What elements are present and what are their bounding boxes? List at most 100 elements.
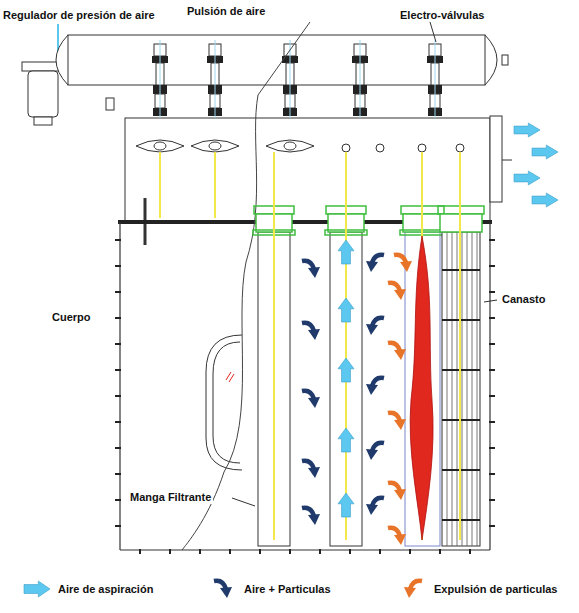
cage-wire: [462, 232, 463, 546]
arrow-head: [308, 329, 320, 340]
bolt-tick: [169, 549, 171, 554]
venturi-nozzle: [266, 140, 314, 152]
part-label: Regulador de presión de aire: [1, 8, 157, 22]
solenoid-valve: [427, 40, 443, 118]
valve-centre: [360, 40, 361, 118]
pulse-jet: [459, 152, 461, 540]
part-label: Cuerpo: [50, 310, 93, 324]
part-label: Pulsión de aire: [185, 4, 267, 18]
air-arrow: [514, 171, 540, 185]
legend-text: Aire + Particulas: [244, 583, 331, 595]
legend-text: Aire de aspiración: [58, 583, 153, 595]
body-bottom: [120, 549, 490, 550]
pulse-jet: [273, 152, 275, 540]
curved-arrow: [366, 498, 384, 515]
legend-item: Expulsión de particulas: [398, 578, 557, 600]
curved-arrow: [302, 323, 320, 340]
bolt-tick: [489, 291, 495, 293]
leader-line: [232, 498, 255, 506]
part-label: Manga Filtrante: [128, 490, 213, 504]
arrow-head: [308, 267, 320, 278]
bolt-tick: [115, 343, 121, 345]
bolt-tick: [489, 265, 495, 267]
air-arrow: [338, 493, 354, 517]
air-arrow: [338, 298, 354, 322]
bolt-tick: [115, 473, 121, 475]
arrow-head: [366, 449, 378, 460]
arrow-head: [366, 384, 378, 395]
pulse-bag: [410, 236, 433, 540]
curved-arrow: [388, 483, 406, 500]
pulse-jet: [214, 152, 216, 218]
filter-bag: [405, 232, 440, 546]
air-arrow: [532, 193, 558, 207]
bolt-tick: [289, 549, 291, 554]
outlet-flange: [490, 116, 502, 202]
bolt-tick: [199, 549, 201, 554]
nozzle-hole: [342, 144, 350, 152]
bolt-tick: [489, 473, 495, 475]
inspection-door-inner: [213, 342, 240, 463]
bolt-tick: [115, 525, 121, 527]
venturi-throat: [154, 142, 166, 150]
curved-arrow: [366, 255, 384, 272]
bolt-tick: [379, 549, 381, 554]
curved-arrow: [366, 378, 384, 395]
bolt-tick: [489, 395, 495, 397]
arrow-head: [404, 587, 416, 598]
venturi-nozzle: [136, 140, 184, 152]
regulator-body: [28, 71, 58, 117]
bolt-tick: [489, 239, 495, 241]
legend-swatch: [22, 578, 52, 600]
bolt-tick: [489, 525, 495, 527]
nozzle-hole: [376, 144, 384, 152]
solenoid-valve: [207, 40, 223, 118]
solenoid-valve: [352, 40, 368, 118]
bolt-tick: [115, 317, 121, 319]
curved-arrow: [394, 255, 412, 272]
inspection-door: [206, 335, 242, 470]
cage-wire: [457, 232, 458, 546]
arrow-head: [366, 504, 378, 515]
bolt-tick: [489, 447, 495, 449]
arrow-head: [308, 514, 320, 525]
legend-swatch: [208, 578, 238, 600]
bolt-tick: [115, 447, 121, 449]
header-pipe: [68, 35, 485, 85]
legend-swatch: [398, 578, 428, 600]
venturi-throat: [209, 142, 221, 150]
valve-centre: [160, 40, 161, 118]
curved-arrow: [388, 528, 406, 545]
legend-item: Aire + Particulas: [208, 578, 331, 600]
arrow-head: [366, 261, 378, 272]
nozzle-hole: [456, 144, 464, 152]
bolt-tick: [489, 499, 495, 501]
cage-wire: [477, 232, 478, 546]
cage-wire: [467, 232, 468, 546]
curved-arrow: [302, 391, 320, 408]
bolt-tick: [115, 291, 121, 293]
valve-centre: [290, 40, 291, 118]
curved-arrow: [214, 581, 232, 598]
arrow-head: [308, 397, 320, 408]
pulse-jet: [345, 152, 347, 540]
curved-arrow: [302, 461, 320, 478]
air-arrow: [338, 428, 354, 452]
illustration: [22, 22, 558, 554]
curved-arrow: [302, 261, 320, 278]
venturi-nozzle: [191, 140, 239, 152]
nozzle-hole: [418, 144, 426, 152]
bolt-tick: [489, 369, 495, 371]
leader-line: [484, 300, 497, 302]
bolt-tick: [115, 369, 121, 371]
bolt-tick: [439, 549, 441, 554]
bolt-tick: [115, 499, 121, 501]
header-right-cap: [485, 35, 497, 85]
cage-wire: [472, 232, 473, 546]
solenoid-valve: [152, 40, 168, 118]
arrow-head: [394, 289, 406, 300]
bolt-tick: [115, 395, 121, 397]
arrow-head: [394, 489, 406, 500]
bolt-tick: [115, 265, 121, 267]
part-label: Electro-válvulas: [398, 8, 486, 22]
